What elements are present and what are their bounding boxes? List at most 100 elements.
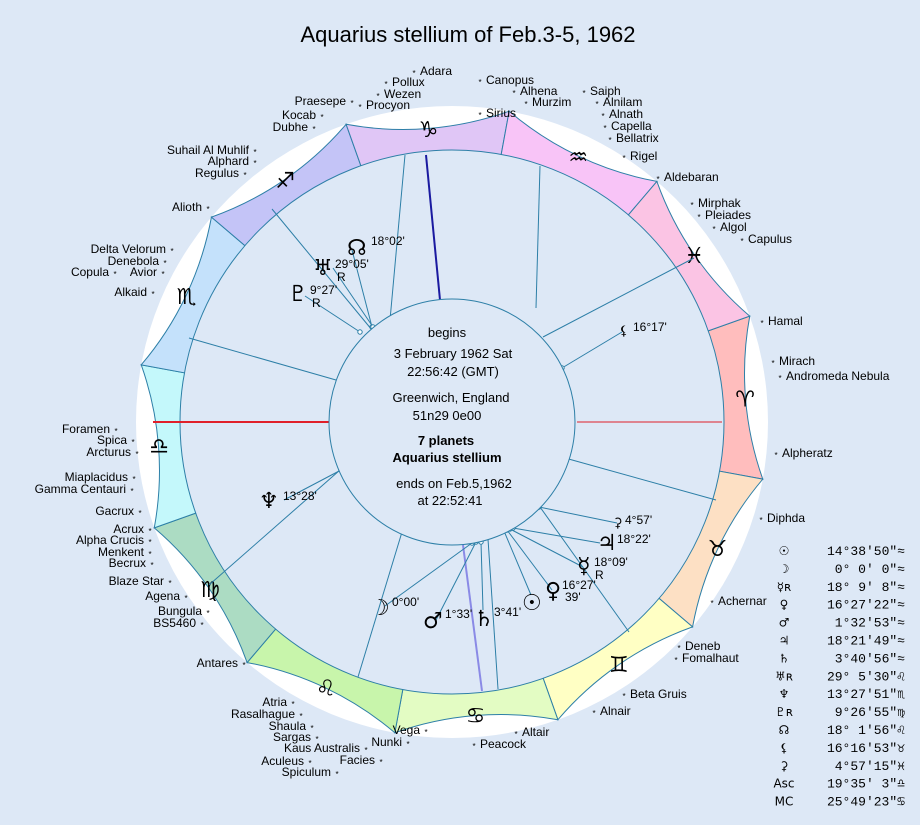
- star-icon: *: [184, 594, 187, 603]
- star-label: Capulus: [748, 232, 792, 246]
- star-label: Beta Gruis: [630, 687, 687, 701]
- mercury-degree: 18°09': [594, 555, 628, 569]
- star-label: Praesepe: [295, 94, 347, 108]
- star-label: Bungula: [158, 604, 202, 618]
- mars-degree: 1°33': [445, 607, 472, 621]
- star-label: Adara: [420, 64, 452, 78]
- pluto-degree: 9°27': [310, 283, 337, 297]
- star-icon: *: [608, 136, 611, 145]
- star-icon: *: [771, 359, 774, 368]
- star-icon: *: [148, 538, 151, 547]
- mars-icon: ♂: [779, 616, 790, 630]
- star-label: Altair: [522, 725, 549, 739]
- star-label: Deneb: [685, 639, 721, 653]
- planet-pointer: [509, 528, 584, 568]
- saturn-icon: ♄: [474, 607, 494, 632]
- mercury-position: 18° 9' 8"≈: [827, 580, 905, 595]
- star-label: Antares: [197, 656, 238, 670]
- star-icon: *: [760, 319, 763, 328]
- planet-pointer: [384, 542, 473, 607]
- aquarius-icon: ♒: [568, 145, 588, 170]
- star-icon: *: [170, 247, 173, 256]
- gemini-icon: ♊: [609, 653, 629, 678]
- moon-position: 0° 0' 0"≈: [835, 562, 905, 577]
- jupiter-position: 18°21'49"≈: [827, 634, 905, 649]
- star-label: Algol: [720, 220, 747, 234]
- asc-icon: Asc: [773, 777, 794, 791]
- cusp-line: [542, 257, 695, 338]
- star-icon: *: [656, 175, 659, 184]
- star-label: Sirius: [486, 106, 516, 120]
- aries-icon: ♈: [735, 388, 755, 413]
- info-time: 22:56:42 (GMT): [407, 364, 499, 379]
- star-label: Shaula: [269, 719, 307, 733]
- star-icon: *: [163, 259, 166, 268]
- star-icon: *: [697, 213, 700, 222]
- star-icon: *: [315, 735, 318, 744]
- planet-point: [357, 329, 363, 335]
- star-label: Andromeda Nebula: [786, 369, 890, 383]
- star-icon: *: [253, 148, 256, 157]
- star-label: Pollux: [392, 75, 425, 89]
- libra-icon: ♎: [149, 434, 169, 459]
- chart-planets: ☊ 18°02' ♅ 29°05' R ♇ 9°27' R ⚸ 16°17' ♆…: [259, 234, 667, 634]
- star-icon: *: [130, 487, 133, 496]
- star-label: Mirphak: [698, 196, 742, 210]
- moon-marker: ☽ 0°00': [370, 595, 419, 621]
- neptune-icon: ♆: [779, 687, 790, 701]
- fortune-degree: 4°57': [625, 513, 652, 527]
- star-icon: *: [150, 561, 153, 570]
- planet-pointer: [538, 506, 618, 524]
- star-icon: *: [524, 100, 527, 109]
- star-icon: *: [114, 427, 117, 436]
- star-icon: *: [335, 770, 338, 779]
- fortune-icon: ⚳: [613, 516, 623, 531]
- star-label: Rigel: [630, 149, 657, 163]
- pluto-icon: ♇ʀ: [775, 705, 793, 719]
- saturn-position: 3°40'56"≈: [835, 651, 905, 666]
- chart-info: begins 3 February 1962 Sat 22:56:42 (GMT…: [392, 325, 512, 508]
- lilith-position: 16°16'53"♉: [827, 741, 905, 756]
- zodiac-wheel: ♈♉♊♋♌♍♎♏♐♑♒♓: [136, 106, 768, 738]
- pluto-marker: ♇ 9°27' R: [288, 282, 337, 310]
- mars-icon: ♂: [423, 609, 443, 634]
- star-label: Blaze Star: [109, 574, 164, 588]
- star-icon: *: [299, 712, 302, 721]
- sun-icon: ☉: [779, 544, 790, 558]
- pluto-position: 9°26'55"♍: [835, 705, 905, 720]
- cusp-line: [271, 208, 373, 331]
- capricorn-icon: ♑: [419, 118, 439, 143]
- star-label: Avior: [130, 265, 157, 279]
- lilith-icon: ⚸: [619, 324, 629, 339]
- planet-pointer: [561, 331, 623, 369]
- node-icon: ☊: [347, 236, 367, 261]
- planet-pointer: [512, 527, 601, 544]
- cusp-line: [357, 531, 403, 678]
- star-label: Alkaid: [114, 285, 147, 299]
- jupiter-degree: 18°22': [617, 532, 651, 546]
- neptune-marker: ♆ 13°28': [259, 489, 317, 514]
- star-label: Rasalhague: [231, 707, 295, 721]
- venus-position: 16°27'22"≈: [827, 598, 905, 613]
- info-coords: 51n29 0e00: [413, 408, 482, 423]
- neptune-icon: ♆: [259, 489, 279, 514]
- planet-pointer: [435, 541, 477, 621]
- fortune-marker: ⚳ 4°57': [613, 513, 652, 531]
- star-label: Mirach: [779, 354, 815, 368]
- fortune-icon: ⚳: [780, 759, 789, 773]
- star-label: Agena: [145, 589, 180, 603]
- cusp-line: [188, 337, 337, 381]
- star-label: Suhail Al Muhlif: [167, 143, 250, 157]
- star-icon: *: [478, 111, 481, 120]
- star-label: Miaplacidus: [65, 470, 128, 484]
- star-label: Gacrux: [95, 504, 134, 518]
- sun-position: 14°38'50"≈: [827, 544, 905, 559]
- jupiter-icon: ♃: [779, 634, 790, 648]
- star-label: Peacock: [480, 737, 527, 751]
- star-label: Denebola: [108, 254, 160, 268]
- saturn-degree: 3°41': [494, 605, 521, 619]
- moon-degree: 0°00': [392, 595, 419, 609]
- star-icon: *: [603, 124, 606, 133]
- star-icon: *: [308, 759, 311, 768]
- star-label: Murzim: [532, 95, 571, 109]
